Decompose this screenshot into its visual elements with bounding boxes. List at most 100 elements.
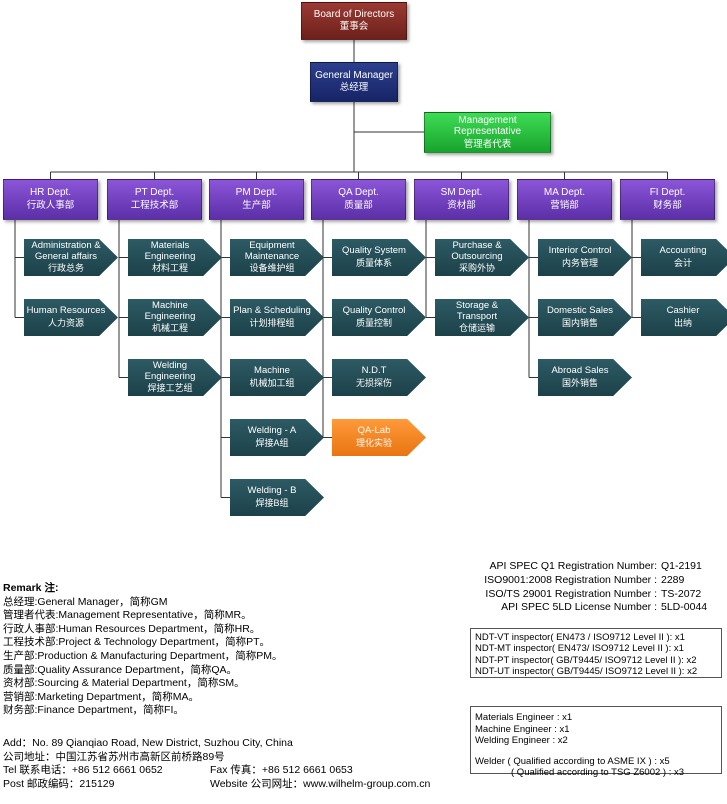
sub-unit-label-en: Machine [254,365,290,377]
registration-label: ISO/TS 29001 Registration Number : [485,587,657,600]
remark-line: 资材部:Sourcing & Material Department，简称SM。 [3,677,245,690]
sub-unit-label-en: N.D.T [361,365,387,377]
fax: Fax 传真：+86 512 6661 0653 [210,764,353,776]
remark-line: 行政人事部:Human Resources Department，简称HR。 [3,622,261,635]
remark-line: 工程技术部:Project & Technology Department，简称… [3,636,271,649]
department-label-zh: 资材部 [447,199,476,211]
staff-line: Welding Engineer : x2 [475,735,568,746]
registration-label: API SPEC Q1 Registration Number: [489,560,657,572]
department-box: PM Dept.生产部 [209,179,304,220]
sub-unit-label-en: Welding - A [247,425,297,437]
board-of-directors-box: Board of Directors 董事会 [301,2,407,40]
department-label-zh: 财务部 [653,199,682,211]
department-box: SM Dept.资材部 [414,179,509,220]
sub-unit-label-en: Abroad Sales [551,365,609,377]
registration-value: 2289 [661,573,685,586]
ndt-inspector-box: NDT-VT inspector( EN473 / ISO9712 Level … [470,628,722,678]
sub-unit-label-zh: 内务管理 [561,257,598,268]
sub-unit-label-zh: 国内销售 [561,317,598,328]
mr-label-zh: 管理者代表 [463,138,512,150]
department-label-zh: 行政人事部 [26,199,75,211]
address-zh: 公司地址：中国江苏省苏州市高新区前桥路89号 [3,750,225,763]
sub-unit-label-en: Storage & Transport [455,300,499,322]
department-label-en: MA Dept. [543,187,586,199]
department-label-en: PT Dept. [134,187,175,199]
sub-unit-label-zh: 理化实验 [355,437,392,448]
sub-unit-label-zh: 出纳 [673,317,692,328]
sub-unit-label-en: Welding Engineering [144,360,196,382]
ndt-line: NDT-MT inspector( EN473/ ISO9712 Level I… [475,643,684,655]
staff-line: Machine Engineer : x1 [475,723,570,735]
department-box: QA Dept.质量部 [311,179,406,220]
department-label-en: QA Dept. [338,187,379,199]
sub-unit-label-en: Domestic Sales [547,305,613,317]
department-box: PT Dept.工程技术部 [107,179,202,220]
sub-unit-label-zh: 仓储运输 [458,322,495,333]
sub-unit-label-en: Purchase & Outsourcing [451,240,503,262]
ndt-line: NDT-VT inspector( EN473 / ISO9712 Level … [475,632,685,643]
registration-value: Q1-2191 [661,560,702,572]
sub-unit-label-zh: 焊接A组 [255,437,289,448]
sub-unit-label-en: Cashier [666,305,700,317]
department-label-zh: 营销部 [550,199,579,211]
department-label-zh: 质量部 [344,199,373,211]
gm-label-en: General Manager [315,69,393,81]
sub-unit-label-zh: 机械工程 [151,322,188,333]
sub-unit-label-zh: 质量体系 [355,257,392,268]
sub-unit-label-zh: 无损探伤 [355,377,392,388]
sub-unit-label-zh: 计划排程组 [249,317,295,328]
remark-line: 管理者代表:Management Representative，简称MR。 [3,609,252,622]
general-manager-box: General Manager 总经理 [310,62,398,102]
sub-unit-label-zh: 国外销售 [561,377,598,388]
ndt-line: NDT-PT inspector( GB/T9445/ ISO9712 Leve… [475,654,697,666]
sub-unit-label-en: Welding - B [247,485,297,497]
registration-list: API SPEC Q1 Registration Number:Q1-2191 … [468,560,707,615]
sub-unit-label-zh: 设备维护组 [249,262,295,273]
address-en: Add：No. 89 Qianqiao Road, New District, … [3,737,293,749]
telephone: Tel 联系电话：+86 512 6661 0652 [3,764,163,776]
sub-unit-label-en: Plan & Scheduling [233,305,311,317]
ndt-line: NDT-UT inspector( GB/T9445/ ISO9712 Leve… [475,665,698,677]
sub-unit-label-zh: 焊接工艺组 [147,382,193,393]
engineer-welder-box: Materials Engineer : x1 Machine Engineer… [470,706,722,778]
remark-line: 生产部:Production & Manufacturing Departmen… [3,649,283,662]
registration-label: ISO9001:2008 Registration Number : [484,573,657,586]
sub-unit-label-en: Quality Control [342,305,406,317]
org-connector-lines [14,40,668,498]
department-label-en: FI Dept. [649,187,686,199]
department-box: FI Dept.财务部 [620,179,715,220]
mr-label-en: Management Representative [453,114,522,138]
sub-unit-label-zh: 采购外协 [458,262,495,273]
department-label-en: SM Dept. [440,187,483,199]
registration-value: TS-2072 [661,587,702,600]
remark-title: Remark 注: [3,582,59,594]
registration-value: 5LD-0044 [661,601,708,614]
sub-unit-label-en: Materials Engineering [144,240,196,262]
sub-unit-label-en: QA-Lab [357,425,391,437]
sub-unit-label-en: Accounting [659,245,707,257]
board-label-en: Board of Directors [313,8,395,20]
remark-line: 总经理:General Manager，简称GM [3,595,168,608]
welder-line: ( Qualified according to TSG Z6002 ) : x… [511,767,685,778]
department-box: HR Dept.行政人事部 [3,179,98,220]
department-label-en: PM Dept. [235,187,278,199]
management-representative-box: Management Representative 管理者代表 [424,112,551,153]
website: Website 公司网址：www.wilhelm-group.com.cn [210,777,431,790]
sub-unit-label-en: Machine Engineering [144,300,196,322]
